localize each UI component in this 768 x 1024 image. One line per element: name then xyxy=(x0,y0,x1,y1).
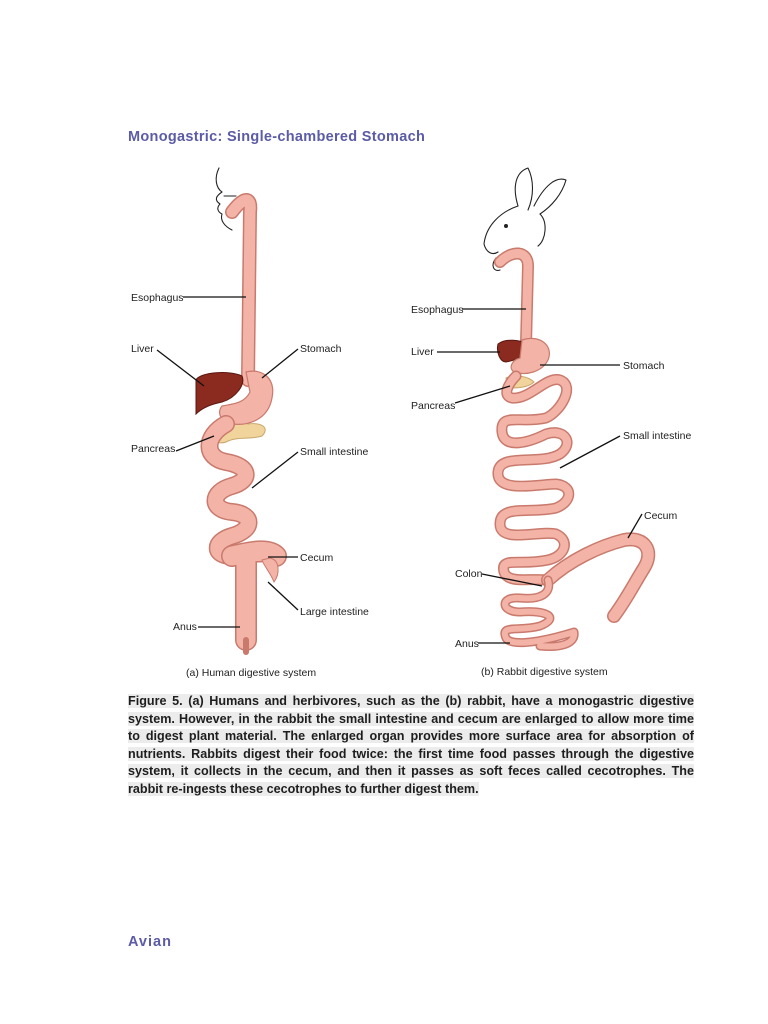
figure-caption: Figure 5. (a) Humans and herbivores, suc… xyxy=(128,693,694,799)
rabbit-label-liver: Liver xyxy=(411,346,434,358)
rabbit-label-stomach: Stomach xyxy=(623,360,665,372)
human-face-sketch xyxy=(215,167,233,231)
rabbit-label-pancreas: Pancreas xyxy=(411,400,455,412)
human-digestive-diagram: Esophagus Liver Stomach Pancreas Small i… xyxy=(131,167,369,679)
digestive-system-figure: .gut { fill: none; stroke: #c97a6d; stro… xyxy=(131,167,691,679)
human-large-intestine xyxy=(221,540,287,651)
rabbit-label-colon: Colon xyxy=(455,568,483,580)
human-label-pancreas: Pancreas xyxy=(131,443,175,455)
human-label-esophagus: Esophagus xyxy=(131,292,184,304)
rabbit-esophagus xyxy=(494,247,534,350)
human-subtitle: (a) Human digestive system xyxy=(186,667,316,679)
human-liver xyxy=(195,372,244,416)
rabbit-label-small-intestine: Small intestine xyxy=(623,430,691,442)
rabbit-label-esophagus: Esophagus xyxy=(411,304,464,316)
rabbit-label-cecum: Cecum xyxy=(644,510,678,522)
rabbit-colon xyxy=(500,575,579,651)
rabbit-subtitle: (b) Rabbit digestive system xyxy=(481,666,608,678)
human-label-anus: Anus xyxy=(173,621,197,633)
rabbit-head-sketch xyxy=(483,167,567,271)
rabbit-small-intestine xyxy=(492,370,575,586)
section-heading: Monogastric: Single-chambered Stomach xyxy=(128,129,426,145)
next-section-heading: Avian xyxy=(128,934,172,950)
human-label-small-intestine: Small intestine xyxy=(300,446,368,458)
human-label-liver: Liver xyxy=(131,343,154,355)
human-label-stomach: Stomach xyxy=(300,343,342,355)
rabbit-label-anus: Anus xyxy=(455,638,479,650)
human-esophagus xyxy=(225,193,258,387)
rabbit-cecum xyxy=(541,532,656,623)
human-small-intestine xyxy=(200,415,258,565)
rabbit-stomach xyxy=(510,337,550,375)
figure-caption-text: Figure 5. (a) Humans and herbivores, suc… xyxy=(128,694,694,796)
rabbit-digestive-diagram: Esophagus Liver Stomach Pancreas Small i… xyxy=(411,167,691,678)
human-label-large-intestine: Large intestine xyxy=(300,606,369,618)
human-label-cecum: Cecum xyxy=(300,552,334,564)
